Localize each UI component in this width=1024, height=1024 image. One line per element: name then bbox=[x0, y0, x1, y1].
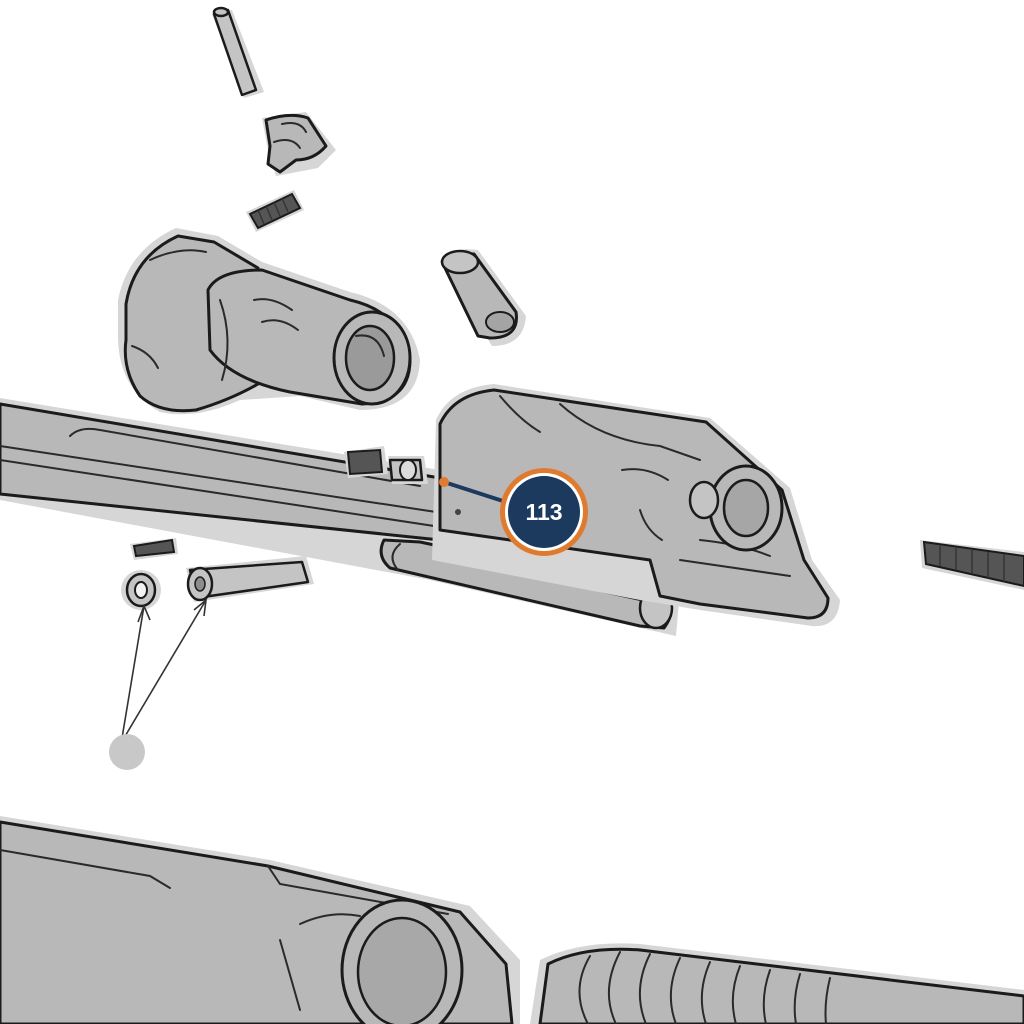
callout-label: 113 bbox=[525, 499, 562, 525]
large-spring bbox=[530, 943, 1024, 1024]
unlabeled-marker[interactable] bbox=[109, 734, 145, 770]
washer bbox=[121, 570, 161, 610]
callout-anchor-dot bbox=[439, 477, 449, 487]
marker-leaders bbox=[121, 598, 208, 739]
long-pin bbox=[186, 556, 314, 602]
small-pin bbox=[130, 538, 178, 560]
callout-fill bbox=[508, 476, 580, 548]
retaining-clip bbox=[262, 112, 336, 176]
callout-113[interactable]: 113 bbox=[439, 468, 588, 556]
muzzle-device bbox=[118, 228, 420, 415]
set-screws bbox=[344, 446, 428, 484]
threaded-rod bbox=[920, 540, 1024, 590]
gas-block bbox=[432, 384, 840, 627]
gas-sleeve bbox=[440, 249, 526, 346]
roll-pin-top bbox=[212, 6, 264, 98]
small-spring bbox=[246, 190, 304, 232]
lower-housing bbox=[0, 816, 520, 1024]
